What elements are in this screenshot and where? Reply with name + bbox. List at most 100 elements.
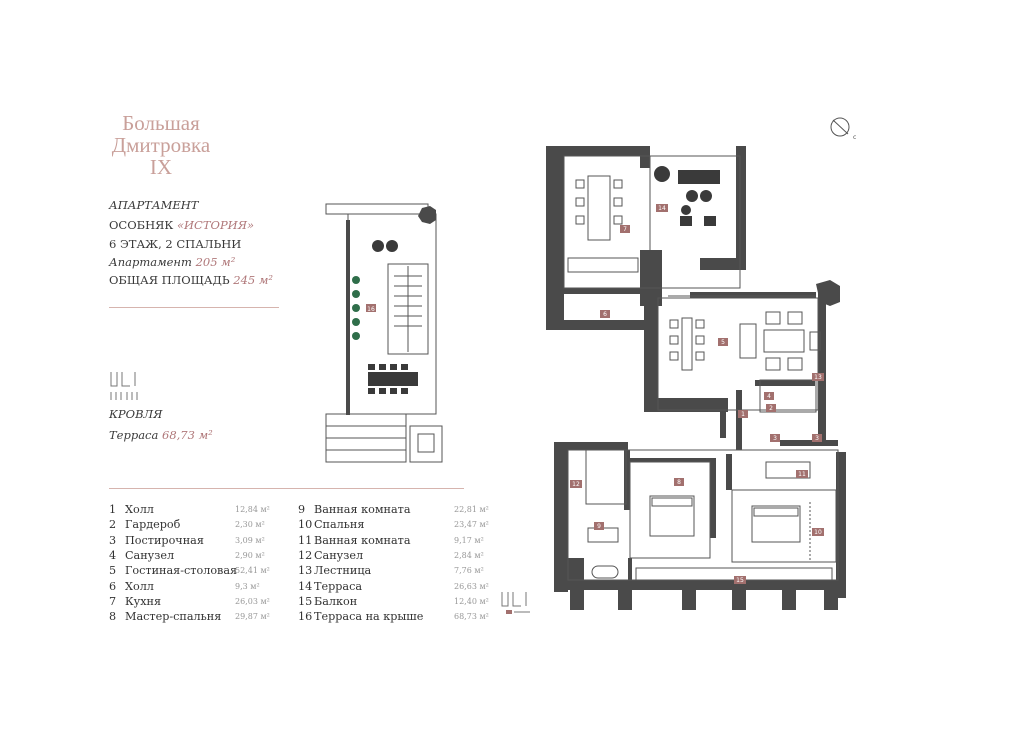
plan-marker-3b: 3: [815, 435, 819, 442]
plan-marker-9: 9: [597, 523, 601, 530]
plan-marker-10: 10: [814, 529, 822, 536]
mansion-name: «ИСТОРИЯ»: [176, 218, 255, 232]
plan-marker-2: 2: [769, 405, 773, 412]
room-area: 12,84 м²: [235, 505, 270, 514]
floor-plan: 7 14 6 5 13 4 2 1 3 3 8 12 9 11 10 15: [546, 146, 846, 610]
title-line-1: Большая: [122, 111, 200, 135]
room-area: 12,40 м²: [454, 596, 489, 606]
apartment-area: 205 м²: [195, 255, 236, 269]
plan-marker-11: 11: [798, 471, 806, 478]
mansion-prefix: ОСОБНЯК: [109, 218, 177, 232]
room-number: 4: [109, 548, 117, 562]
room-number: 1: [109, 503, 117, 516]
apartment-label: Апартамент: [109, 255, 192, 269]
room-name: Санузел: [314, 548, 364, 562]
floor-icon: [501, 592, 530, 614]
room-row: 8 Мастер-спальня 29,87 м²: [109, 610, 275, 623]
room-number: 8: [109, 610, 117, 624]
project-title: Большая Дмитровка IX: [96, 112, 226, 178]
room-number: 9: [298, 503, 306, 516]
roof-terrace-area: 68,73 м²: [162, 428, 213, 442]
room-name: Ванная комната: [314, 533, 411, 547]
plan-marker-7: 7: [623, 226, 627, 233]
room-area: 22,81 м²: [454, 505, 489, 514]
room-name: Холл: [125, 579, 154, 593]
room-name: Спальня: [314, 518, 365, 532]
room-row: 6 Холл 9,3 м²: [109, 580, 275, 593]
room-name: Гардероб: [125, 518, 181, 532]
room-number: 5: [109, 564, 117, 578]
room-number: 10: [298, 518, 313, 532]
room-area: 3,09 м²: [235, 535, 265, 545]
room-row: 1 Холл 12,84 м²: [109, 503, 275, 516]
plan-marker-8: 8: [677, 479, 681, 486]
roof-plan-marker: 16: [367, 306, 375, 313]
room-area: 29,87 м²: [235, 612, 270, 622]
room-name: Кухня: [125, 594, 162, 608]
room-name: Терраса на крыше: [314, 610, 424, 624]
mansion-line: ОСОБНЯК «ИСТОРИЯ»: [109, 218, 254, 232]
floor-line: 6 ЭТАЖ, 2 СПАЛЬНИ: [109, 237, 241, 251]
room-number: 2: [109, 518, 117, 532]
plan-marker-1: 1: [741, 411, 745, 418]
room-area: 26,03 м²: [235, 596, 270, 606]
roof-label: КРОВЛЯ: [109, 407, 163, 421]
room-area: 2,90 м²: [235, 550, 265, 560]
plan-marker-15: 15: [736, 577, 744, 584]
room-area: 7,76 м²: [454, 566, 484, 576]
separator-1: [109, 307, 279, 308]
compass-letter: с: [853, 134, 856, 141]
roof-terrace-line: Терраса 68,73 м²: [109, 428, 213, 442]
total-area: 245 м²: [233, 273, 274, 287]
room-area: 2,84 м²: [454, 550, 484, 560]
room-number: 12: [298, 548, 313, 562]
room-name: Гостиная-столовая: [125, 564, 238, 578]
room-area: 52,41 м²: [235, 566, 270, 576]
room-area: 2,30 м²: [235, 520, 265, 530]
room-area: 68,73 м²: [454, 612, 489, 622]
room-row: 7 Кухня 26,03 м²: [109, 595, 275, 608]
room-number: 14: [298, 579, 313, 593]
apartment-area-line: Апартамент 205 м²: [109, 255, 235, 269]
compass-icon: с: [830, 117, 856, 141]
room-name: Холл: [125, 503, 154, 516]
plan-marker-5: 5: [721, 339, 725, 346]
room-name: Мастер-спальня: [125, 610, 222, 624]
roof-icon: [110, 372, 138, 400]
total-area-line: ОБЩАЯ ПЛОЩАДЬ 245 м²: [109, 273, 273, 287]
room-area: 26,63 м²: [454, 581, 489, 591]
room-number: 13: [298, 564, 313, 578]
room-name: Балкон: [314, 594, 358, 608]
plan-marker-14: 14: [658, 205, 666, 212]
room-name: Санузел: [125, 548, 175, 562]
plan-marker-12: 12: [572, 481, 580, 488]
plan-marker-4: 4: [767, 393, 771, 400]
room-area: 9,3 м²: [235, 581, 260, 591]
room-area: 23,47 м²: [454, 520, 489, 530]
roof-terrace-label: Терраса: [109, 428, 159, 442]
title-line-3: IX: [149, 155, 173, 179]
total-label: ОБЩАЯ ПЛОЩАДЬ: [109, 273, 230, 287]
room-number: 6: [109, 579, 117, 593]
title-line-2: Дмитровка: [111, 133, 211, 157]
room-name: Лестница: [314, 564, 372, 578]
room-number: 11: [298, 533, 313, 547]
room-name: Терраса: [314, 579, 363, 593]
room-number: 7: [109, 594, 117, 608]
room-number: 15: [298, 594, 313, 608]
separator-2: [109, 488, 464, 489]
plan-marker-3a: 3: [773, 435, 777, 442]
room-row: 4 Санузел 2,90 м²: [109, 549, 275, 562]
room-area: 9,17 м²: [454, 535, 484, 545]
floor-number: 6: [109, 237, 117, 251]
plan-marker-13: 13: [814, 374, 822, 381]
room-number: 3: [109, 533, 117, 547]
